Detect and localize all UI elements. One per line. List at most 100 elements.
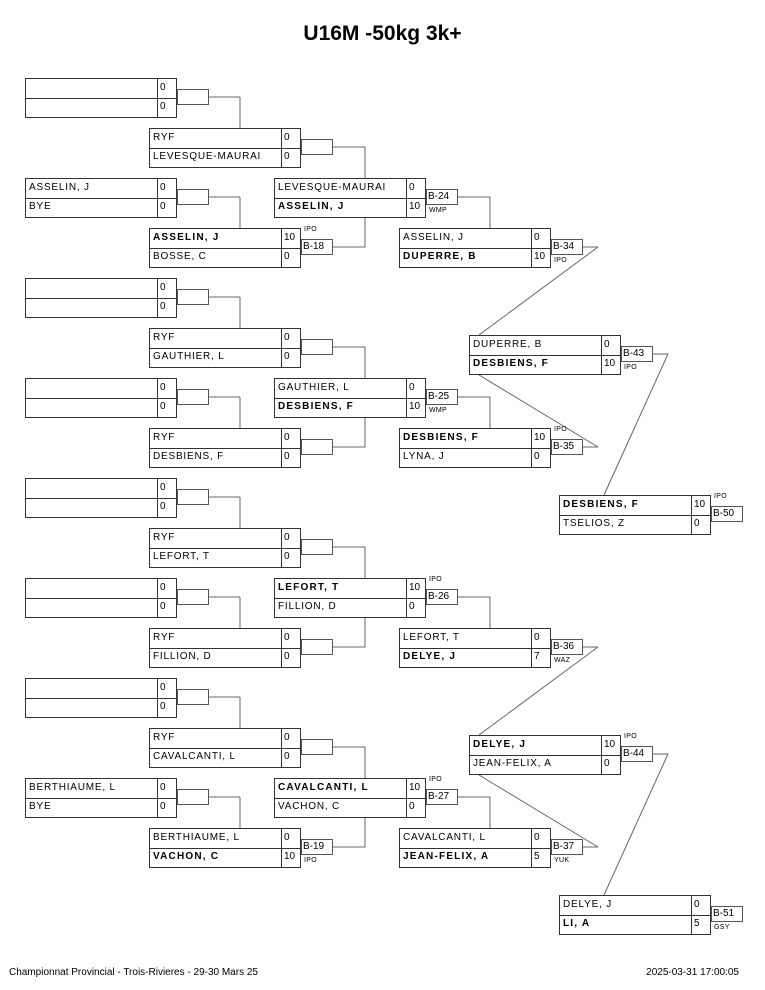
competitor-score: 0 <box>601 336 621 355</box>
competitor-score: 0 <box>281 729 301 748</box>
bout-number: B-26 <box>426 589 458 605</box>
competitor-score: 0 <box>281 429 301 448</box>
competitor-row[interactable]: LEVESQUE-MAURAI 0 <box>275 179 426 199</box>
bout-number <box>177 789 209 805</box>
competitor-score: 0 <box>406 598 426 617</box>
competitor-score: 0 <box>157 98 177 117</box>
competitor-score: 0 <box>281 548 301 567</box>
bout-number: B-36 <box>551 639 583 655</box>
competitor-name: RYF <box>153 432 176 443</box>
competitor-row[interactable]: 0 <box>26 298 177 317</box>
competitor-name: LEVESQUE-MAURAI <box>153 151 262 162</box>
competitor-name: FILLION, D <box>153 651 212 662</box>
competitor-row[interactable]: 0 <box>26 698 177 717</box>
print-timestamp: 2025-03-31 17:00:05 <box>646 967 739 978</box>
competitor-row[interactable]: 0 <box>26 679 177 699</box>
competitor-row[interactable]: 0 <box>26 279 177 299</box>
competitor-row[interactable]: 0 <box>26 498 177 517</box>
result-code: IPO <box>554 426 567 433</box>
competitor-row[interactable]: DELYE, J 0 <box>560 896 711 916</box>
competitor-row[interactable]: DESBIENS, F 10 <box>400 429 551 449</box>
competitor-row[interactable]: 0 <box>26 79 177 99</box>
competitor-name: LYNA, J <box>403 451 445 462</box>
competitor-row[interactable]: 0 <box>26 598 177 617</box>
bout-number <box>177 189 209 205</box>
result-code: GSY <box>714 924 730 931</box>
competitor-score: 0 <box>406 798 426 817</box>
bout-number: B-24 <box>426 189 458 205</box>
competitor-name: RYF <box>153 332 176 343</box>
bout-number <box>177 489 209 505</box>
competitor-score: 10 <box>531 429 551 448</box>
competitor-name: BYE <box>29 801 52 812</box>
competitor-row[interactable]: 0 <box>26 479 177 499</box>
competitor-row[interactable]: RYF 0 <box>150 429 301 449</box>
competitor-name: DELYE, J <box>563 899 613 910</box>
competitor-name: LEVESQUE-MAURAI <box>278 182 387 193</box>
competitor-score: 10 <box>601 736 621 755</box>
competitor-score: 0 <box>157 179 177 198</box>
competitor-row[interactable]: 0 <box>26 398 177 417</box>
competitor-name: DELYE, J <box>403 651 457 662</box>
result-code: IPO <box>429 576 442 583</box>
competitor-row[interactable]: RYF 0 <box>150 329 301 349</box>
competitor-score: 0 <box>691 896 711 915</box>
competitor-name: VACHON, C <box>153 851 220 862</box>
result-code: YUK <box>554 857 570 864</box>
competitor-row[interactable]: 0 <box>26 98 177 117</box>
bout-number: B-37 <box>551 839 583 855</box>
competitor-score: 0 <box>281 329 301 348</box>
competitor-row[interactable]: 0 <box>26 379 177 399</box>
competitor-score: 0 <box>406 179 426 198</box>
result-code: IPO <box>714 493 727 500</box>
competitor-name: DESBIENS, F <box>403 432 479 443</box>
competitor-row[interactable]: 0 <box>26 579 177 599</box>
competitor-score: 0 <box>281 829 301 848</box>
bout-number <box>301 539 333 555</box>
competitor-score: 10 <box>406 779 426 798</box>
